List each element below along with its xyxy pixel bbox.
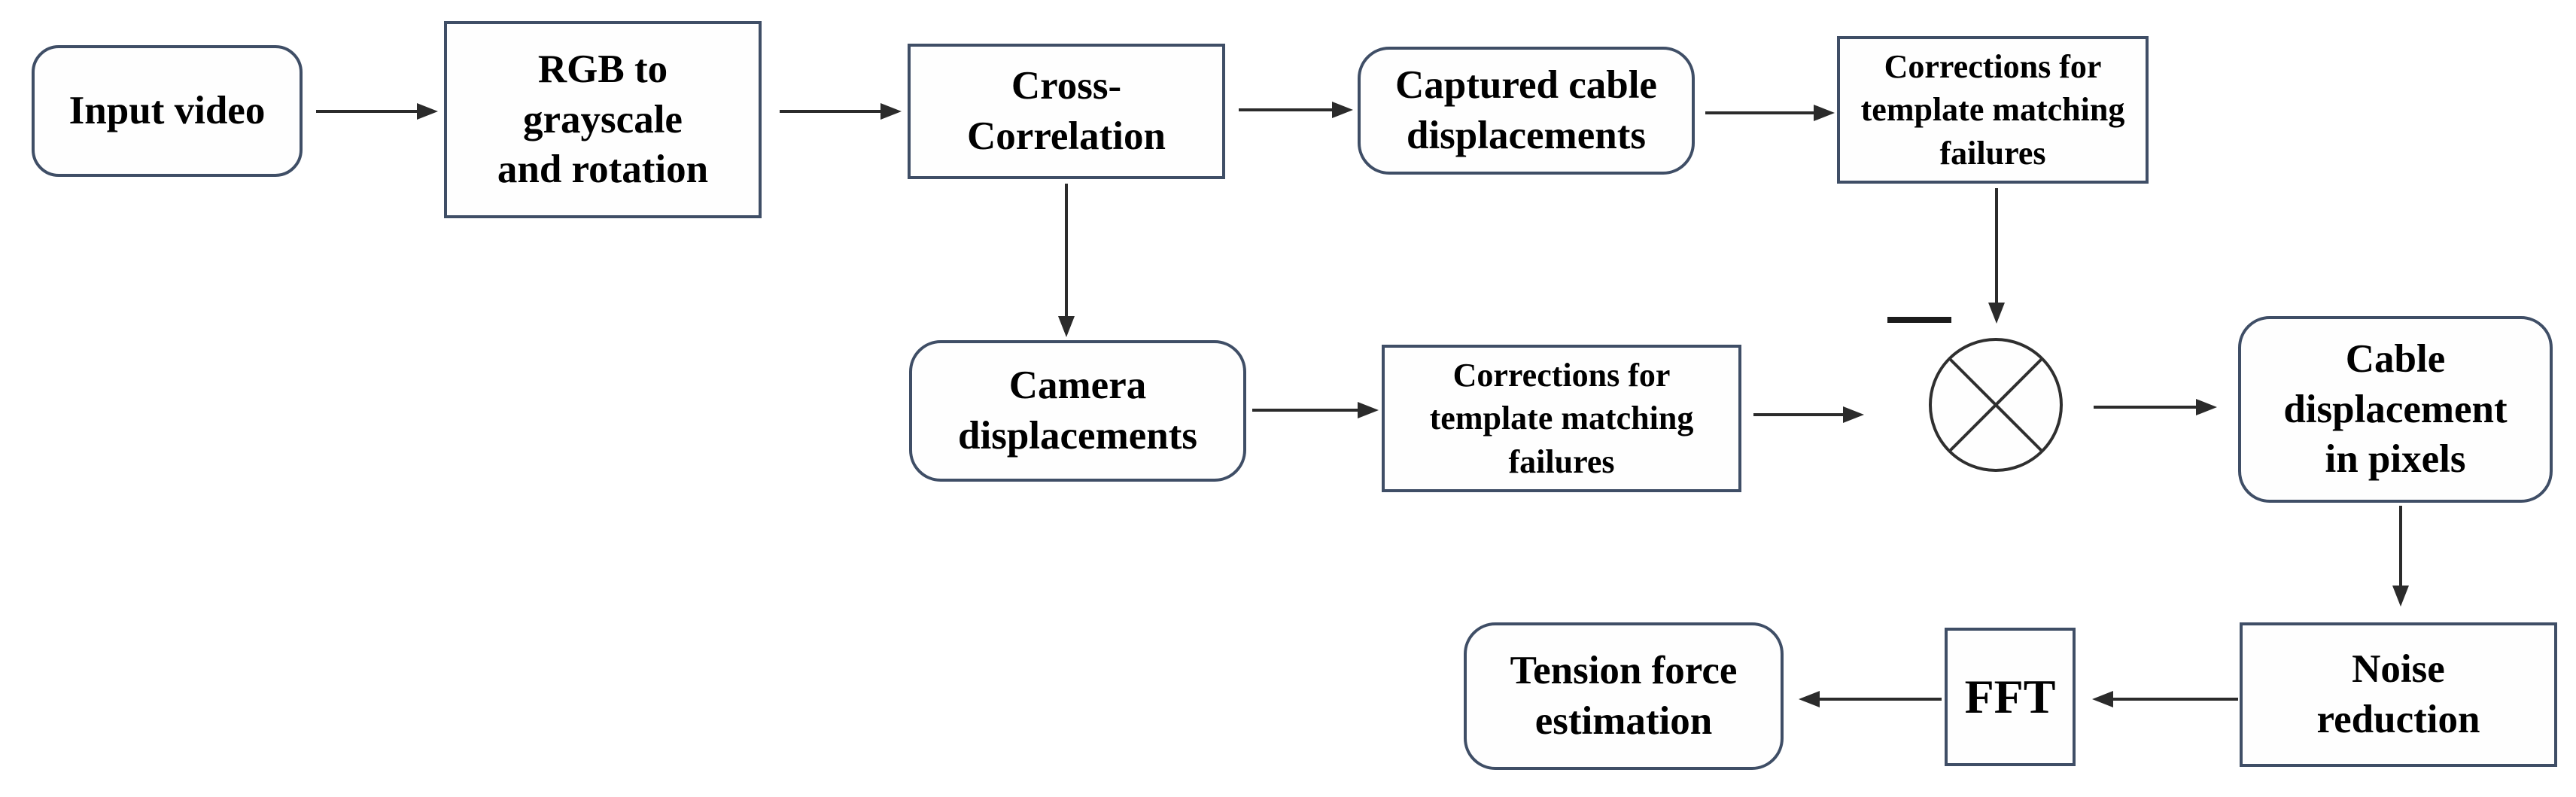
subtract-junction-icon (1929, 338, 2063, 472)
arrow-noise-to-fft (2092, 691, 2238, 707)
node-tension-force-label: Tension force estimation (1510, 649, 1738, 743)
node-cross-correlation-label: Cross- Correlation (967, 64, 1166, 158)
node-input-video: Input video (32, 45, 303, 177)
node-corrections-top-label: Corrections for template matching failur… (1860, 48, 2125, 172)
arrow-corrections-top-to-junction (1988, 188, 2005, 324)
arrow-crosscorrelation-to-camera (1058, 184, 1075, 337)
arrow-fft-to-tension (1799, 691, 1942, 707)
node-rgb-grayscale-label: RGB to grayscale and rotation (497, 47, 709, 192)
node-corrections-mid: Corrections for template matching failur… (1382, 345, 1741, 492)
node-cable-displacement-pixels-label: Cable displacement in pixels (2283, 336, 2508, 482)
node-fft-label: FFT (1964, 669, 2056, 723)
minus-sign (1887, 317, 1951, 323)
arrow-camera-to-corrections-mid (1252, 402, 1379, 418)
arrow-cablepixels-to-noise (2392, 506, 2409, 607)
node-captured-cable: Captured cable displacements (1358, 47, 1695, 175)
node-rgb-grayscale: RGB to grayscale and rotation (444, 21, 762, 218)
arrow-rgb-to-crosscorrelation (780, 103, 902, 120)
node-noise-reduction-label: Noise reduction (2316, 647, 2480, 741)
node-fft: FFT (1945, 628, 2076, 766)
node-input-video-label: Input video (68, 89, 266, 133)
arrow-crosscorrelation-to-captured (1239, 102, 1353, 118)
node-cable-displacement-pixels: Cable displacement in pixels (2238, 316, 2553, 503)
arrow-junction-to-cablepixels (2094, 399, 2217, 415)
arrow-corrections-mid-to-junction (1753, 406, 1864, 423)
node-noise-reduction: Noise reduction (2240, 622, 2557, 767)
arrow-captured-to-corrections-top (1705, 105, 1835, 121)
arrow-input-to-rgb (316, 103, 438, 120)
node-corrections-top: Corrections for template matching failur… (1837, 36, 2149, 184)
node-corrections-mid-label: Corrections for template matching failur… (1429, 357, 1694, 480)
node-camera-displacements: Camera displacements (909, 340, 1246, 482)
node-captured-cable-label: Captured cable displacements (1395, 63, 1657, 157)
node-camera-displacements-label: Camera displacements (958, 364, 1197, 458)
node-tension-force: Tension force estimation (1464, 622, 1784, 770)
node-cross-correlation: Cross- Correlation (908, 44, 1225, 179)
